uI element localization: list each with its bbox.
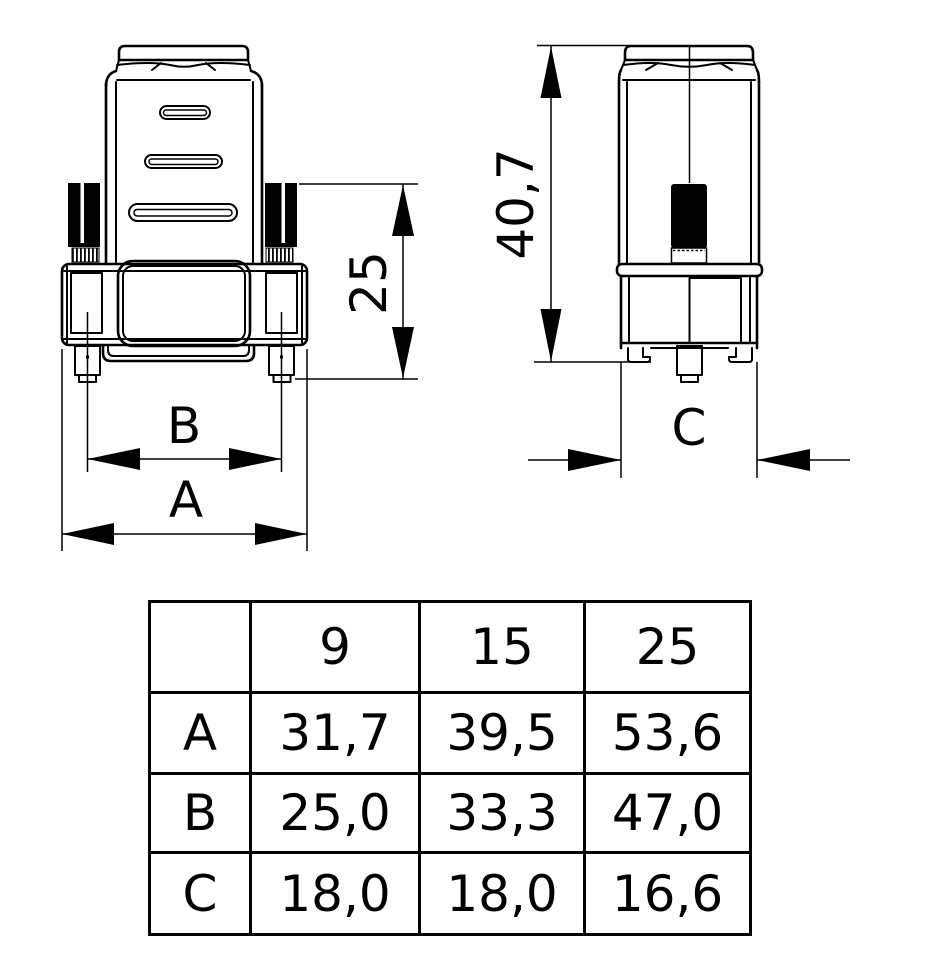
table-value-B-9: 25,0 <box>252 775 421 854</box>
table-value-B-25: 47,0 <box>586 775 749 854</box>
dimension-40-7: 40,7 <box>487 44 651 363</box>
cable-clamp-cap <box>104 44 264 88</box>
left-screwlock-post <box>74 312 101 472</box>
table-value-A-9: 31,7 <box>252 694 421 775</box>
side-jack-screw <box>670 184 708 264</box>
dimension-A: A <box>61 349 308 551</box>
table-value-A-25: 53,6 <box>586 694 749 775</box>
table-col-header-9: 9 <box>252 603 421 694</box>
side-hood-body <box>617 46 761 266</box>
hood-body <box>104 81 264 266</box>
front-view <box>60 44 309 472</box>
table-col-header-15: 15 <box>421 603 586 694</box>
dim-label-A: A <box>169 471 203 529</box>
left-jack-screw <box>68 183 100 263</box>
connector-flange <box>60 259 309 363</box>
dimension-B: B <box>87 397 282 470</box>
table-value-C-15: 18,0 <box>421 854 586 933</box>
right-jack-screw <box>265 183 297 263</box>
table-row-label-B: B <box>151 775 252 854</box>
dimension-C: C <box>528 362 850 478</box>
dimension-table: 9 15 25 A 31,7 39,5 53,6 B 25,0 33,3 47,… <box>148 600 752 936</box>
table-row-label-C: C <box>151 854 252 933</box>
side-lower-body <box>619 274 759 383</box>
table-row-label-A: A <box>151 694 252 775</box>
dim-label-25: 25 <box>340 251 398 315</box>
table-col-header-25: 25 <box>586 603 749 694</box>
dim-label-40-7: 40,7 <box>487 148 545 259</box>
table-value-C-9: 18,0 <box>252 854 421 933</box>
side-view <box>615 44 764 383</box>
table-corner-cell <box>151 603 252 694</box>
right-screwlock-post <box>268 312 295 472</box>
table-value-B-15: 33,3 <box>421 775 586 854</box>
strain-relief-slots <box>128 105 238 222</box>
dim-label-C: C <box>672 399 707 457</box>
dim-label-B: B <box>167 397 201 455</box>
side-cable-clamp-cap <box>617 44 761 84</box>
dimension-25: 25 <box>295 183 418 380</box>
table-value-C-25: 16,6 <box>611 864 724 923</box>
side-flange-band <box>615 262 764 278</box>
table-value-A-15: 39,5 <box>421 694 586 775</box>
